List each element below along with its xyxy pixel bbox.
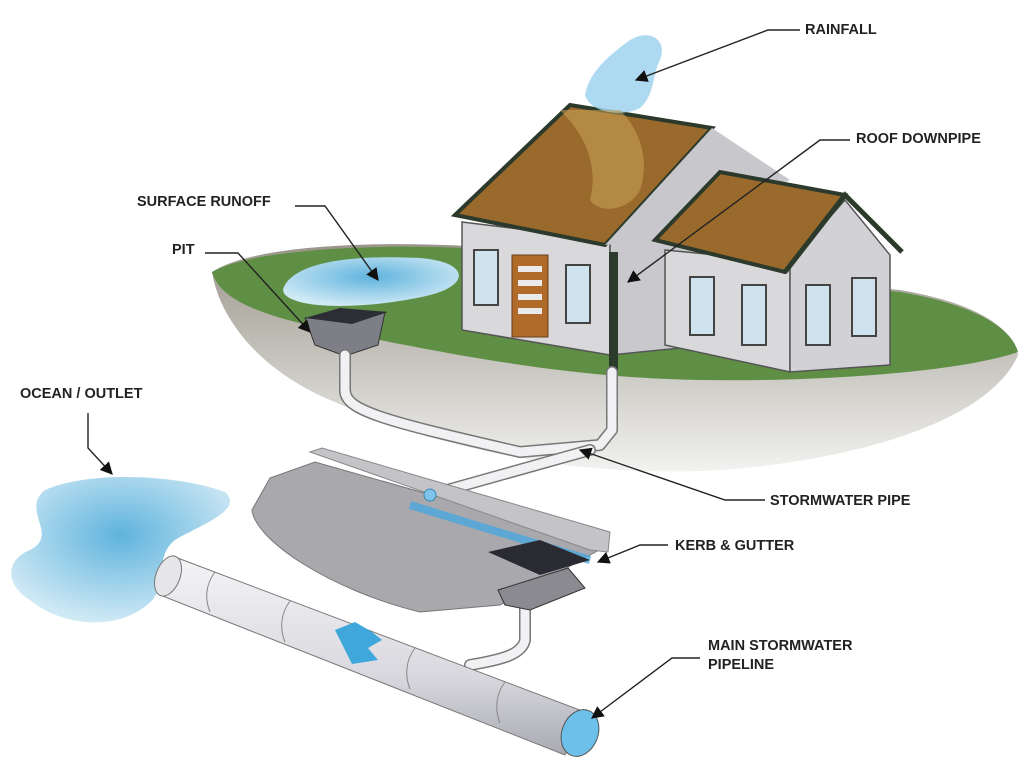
kerb-and-gutter [251, 447, 611, 613]
label-pit: PIT [172, 242, 311, 333]
label-stormwater-pipe: STORMWATER PIPE [578, 447, 911, 509]
label-kerb-gutter: KERB & GUTTER [596, 538, 795, 564]
main-stormwater-pipeline [154, 555, 600, 757]
svg-text:ROOF DOWNPIPE: ROOF DOWNPIPE [856, 131, 981, 147]
label-rainfall: RAINFALL [634, 22, 877, 82]
roof-downpipe [609, 252, 618, 372]
label-main-stormwater-pipeline: MAIN STORMWATER PIPELINE [590, 638, 853, 719]
label-ocean-outlet: OCEAN / OUTLET [20, 386, 143, 475]
svg-text:PIPELINE: PIPELINE [708, 657, 774, 673]
svg-text:KERB & GUTTER: KERB & GUTTER [675, 538, 795, 554]
surface-runoff-pond [283, 257, 459, 306]
svg-text:PIT: PIT [172, 242, 195, 258]
label-roof-downpipe: ROOF DOWNPIPE [626, 131, 981, 283]
rainfall-cloud [585, 35, 662, 113]
ocean-outlet [11, 477, 230, 623]
house [450, 102, 904, 373]
svg-text:MAIN STORMWATER: MAIN STORMWATER [708, 638, 853, 654]
stormwater-pipe [339, 349, 618, 671]
svg-text:SURFACE RUNOFF: SURFACE RUNOFF [137, 194, 271, 210]
svg-text:STORMWATER PIPE: STORMWATER PIPE [770, 493, 911, 509]
pit [304, 308, 388, 357]
svg-text:OCEAN / OUTLET: OCEAN / OUTLET [20, 386, 143, 402]
svg-text:RAINFALL: RAINFALL [805, 22, 877, 38]
label-surface-runoff: SURFACE RUNOFF [137, 194, 379, 282]
